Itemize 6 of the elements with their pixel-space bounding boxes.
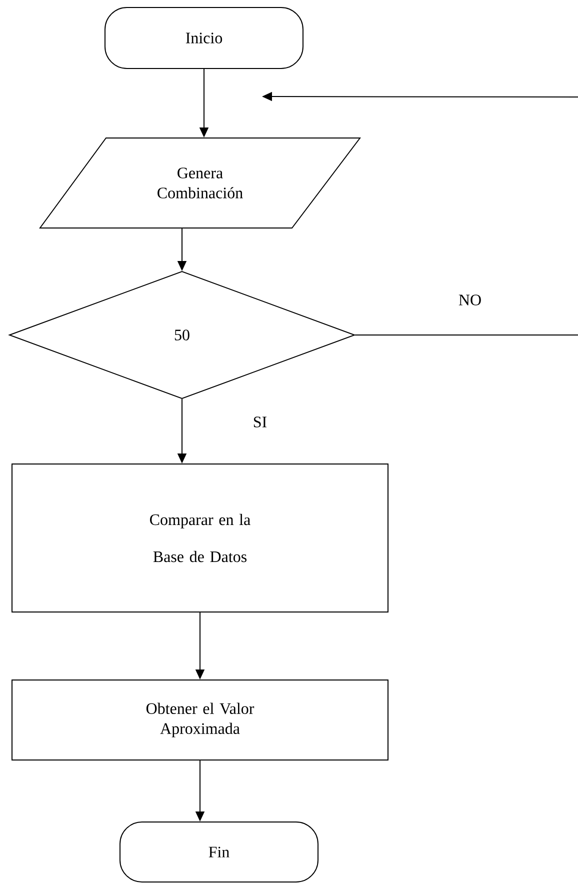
edge-label: NO xyxy=(456,292,484,308)
process-box: Comparar en la Base de Datos xyxy=(12,464,388,612)
process-box: Obtener el Valor Aproximada xyxy=(12,680,388,760)
edge-label: SI xyxy=(250,414,270,430)
terminal-box: Fin xyxy=(120,822,318,882)
terminal-box: Inicio xyxy=(104,7,304,69)
